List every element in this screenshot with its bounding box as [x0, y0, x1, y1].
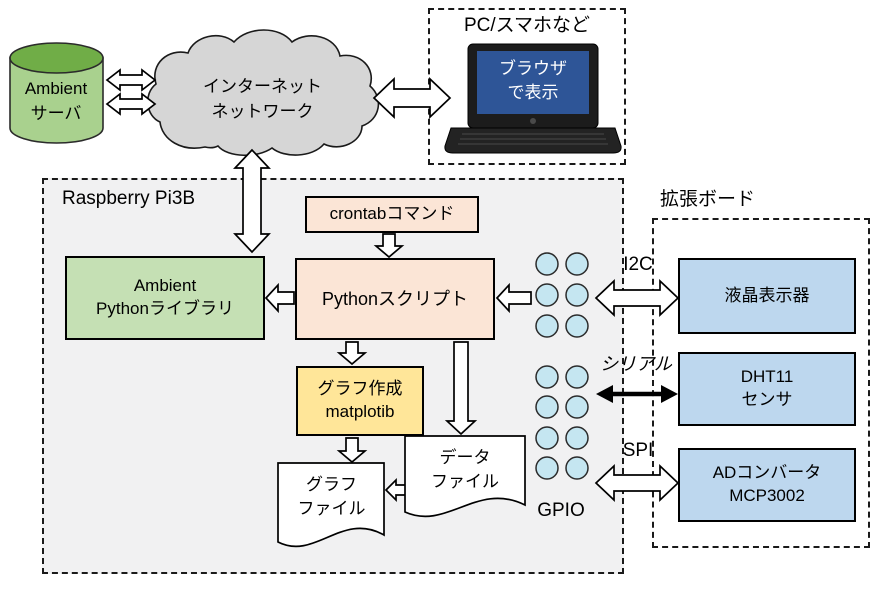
ambient-server-label: Ambient サーバ [6, 76, 106, 126]
graph-tool-line2: matplotib [325, 402, 395, 421]
expansion-board-title: 拡張ボード [660, 189, 756, 210]
dht11-sensor-box: DHT11 センサ [678, 352, 856, 426]
browser-display-label: ブラウザ で表示 [477, 57, 589, 105]
crontab-label: crontabコマンド [329, 204, 455, 224]
datafile-graphfile-arrow [384, 477, 407, 503]
ambient-server-line1: Ambient [24, 79, 88, 98]
graph-tool-line1: グラフ作成 [317, 379, 403, 399]
lcd-display-box: 液晶表示器 [678, 258, 856, 334]
cloud-icon [147, 29, 380, 157]
ambient-python-library-box: Ambient Pythonライブラリ [65, 256, 265, 340]
ambient-library-line1: Ambient [133, 276, 197, 296]
server-cloud-arrow-top [105, 68, 157, 92]
database-cylinder-icon [9, 42, 104, 144]
data-file-label: データ ファイル [405, 446, 525, 494]
cloud-line1: インターネット [203, 77, 322, 96]
dht11-line1: DHT11 [740, 367, 794, 387]
laptop-icon [444, 43, 622, 154]
dht11-line2: センサ [741, 390, 793, 409]
ambient-library-line2: Pythonライブラリ [96, 299, 234, 318]
gpio-pins-icon [535, 252, 589, 480]
gpio-script-arrow [495, 282, 532, 314]
spi-bus-label: SPI [622, 440, 654, 461]
serial-bus-label: シリアル [600, 354, 672, 374]
graph-file-line1: グラフ [306, 475, 357, 494]
ad-converter-box: ADコンバータ MCP3002 [678, 448, 856, 522]
python-script-box: Pythonスクリプト [295, 258, 495, 340]
browser-line2: で表示 [507, 83, 559, 102]
graph-file-document-icon [277, 462, 385, 548]
i2c-bus-arrow [594, 279, 680, 317]
data-file-document-icon [404, 435, 526, 518]
python-script-label: Pythonスクリプト [321, 288, 469, 309]
internet-cloud-label: インターネット ネットワーク [170, 74, 355, 124]
adc-line1: ADコンバータ [712, 463, 822, 483]
i2c-bus-label: I2C [623, 254, 653, 275]
cloud-pc-arrow [372, 77, 452, 119]
graphtool-graphfile-arrow [336, 437, 368, 464]
adc-line2: MCP3002 [729, 486, 805, 505]
graph-tool-box: グラフ作成 matplotib [296, 366, 424, 436]
script-graphtool-arrow [336, 341, 368, 366]
pc-box-title: PC/スマホなど [463, 15, 591, 36]
graph-file-label: グラフ ファイル [278, 473, 385, 521]
crontab-command-box: crontabコマンド [305, 196, 479, 233]
script-library-arrow [264, 282, 295, 314]
script-datafile-arrow [444, 341, 478, 436]
server-cloud-arrow-bottom [105, 92, 157, 116]
raspberry-pi-title: Raspberry Pi3B [62, 188, 196, 209]
crontab-script-arrow [373, 233, 405, 259]
browser-line1: ブラウザ [499, 59, 567, 78]
lcd-label: 液晶表示器 [724, 285, 810, 305]
graph-file-line2: ファイル [297, 499, 366, 518]
spi-bus-arrow [594, 464, 680, 502]
gpio-label: GPIO [537, 500, 585, 521]
ambient-server-line2: サーバ [30, 104, 82, 123]
cloud-line2: ネットワーク [211, 102, 314, 121]
data-file-line2: ファイル [431, 472, 499, 491]
cloud-library-arrow [233, 148, 271, 254]
data-file-line1: データ [439, 448, 491, 467]
serial-bus-arrow [596, 385, 678, 403]
